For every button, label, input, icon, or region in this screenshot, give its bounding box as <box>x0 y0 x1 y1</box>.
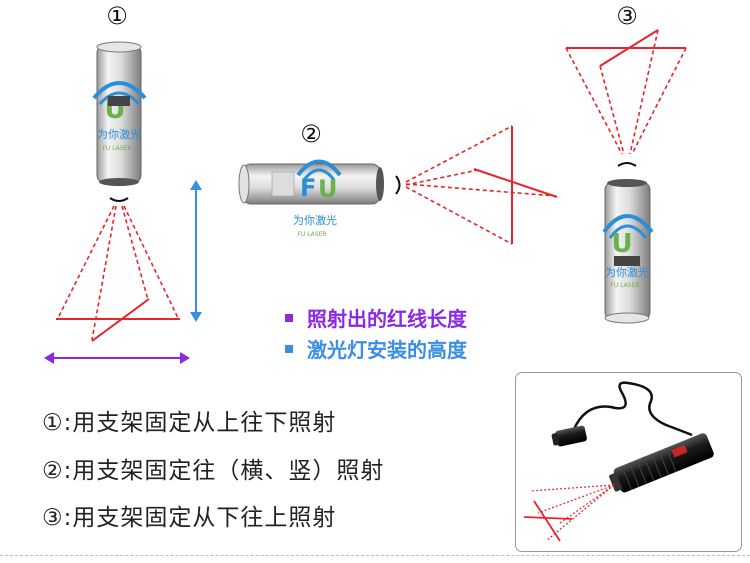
description-2: ②:用支架固定往（横、竖）照射 <box>42 458 385 484</box>
legend-label-1: 照射出的红线长度 <box>307 307 467 331</box>
laser-device-3: U 为你激光 FU LASER <box>602 162 654 324</box>
logo-en-1: FU LASER <box>102 145 131 152</box>
description-1: ①:用支架固定从上往下照射 <box>42 410 337 436</box>
laser-beam-3 <box>565 29 687 155</box>
legend-mount-height: 激光灯安装的高度 <box>285 334 467 363</box>
legend-label-2: 激光灯安装的高度 <box>307 338 467 362</box>
bottom-divider <box>0 555 750 556</box>
mount-3-number: ③ <box>616 2 638 30</box>
svg-text:U: U <box>611 229 632 259</box>
laser-beam-1 <box>56 205 180 342</box>
logo-en-2: FU LASER <box>297 231 326 238</box>
laser-device-1: U 为你激光 FU LASER <box>92 41 147 202</box>
legend-square-purple-icon <box>285 313 293 322</box>
logo-cn-1: 为你激光 <box>97 127 141 141</box>
svg-text:U: U <box>318 175 338 203</box>
laser-device-2: F U 为你激光 FU LASER <box>238 159 401 238</box>
logo-cn-2: 为你激光 <box>293 213 337 227</box>
legend-red-line-length: 照射出的红线长度 <box>285 303 467 332</box>
width-arrow <box>44 352 190 364</box>
product-photo <box>515 372 742 552</box>
mount-2-number: ② <box>300 120 322 148</box>
height-arrow <box>190 180 202 322</box>
svg-text:F: F <box>300 174 316 202</box>
mount-1-number: ① <box>106 2 128 30</box>
logo-en-3: FU LASER <box>610 282 639 289</box>
logo-cn-3: 为你激光 <box>605 265 649 279</box>
laser-module-illustration <box>523 381 714 542</box>
laser-beam-2 <box>405 125 558 245</box>
legend-square-blue-icon <box>285 344 293 353</box>
description-3: ③:用支架固定从下往上照射 <box>42 505 337 531</box>
